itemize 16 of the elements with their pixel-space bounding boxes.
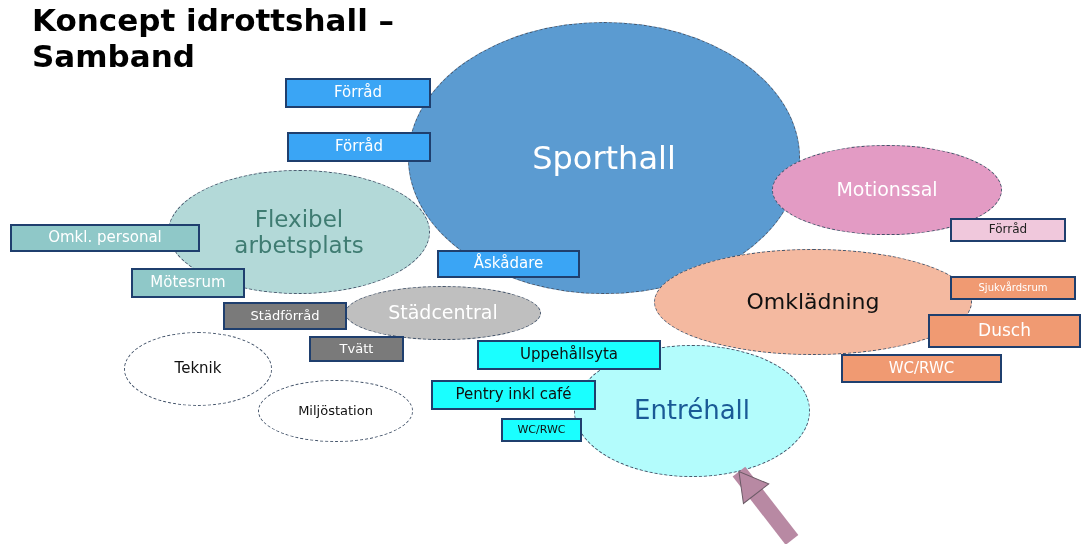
room-box: Städförråd: [223, 302, 347, 330]
room-box: Förråd: [950, 218, 1066, 242]
room-box: Mötesrum: [131, 268, 245, 298]
room-box: Omkl. personal: [10, 224, 200, 252]
room-box: WC/RWC: [501, 418, 582, 442]
room-box: Pentry inkl café: [431, 380, 596, 410]
room-box: Dusch: [928, 314, 1081, 348]
room-box: Uppehållsyta: [477, 340, 661, 370]
room-box: Tvätt: [309, 336, 404, 362]
entrance-arrow: [732, 466, 799, 544]
room-box: WC/RWC: [841, 354, 1002, 383]
title: Koncept idrottshall – Samband: [32, 2, 396, 74]
room-box: Förråd: [287, 132, 431, 162]
zone-ellipse: Städcentral: [345, 286, 541, 340]
room-box: Förråd: [285, 78, 431, 108]
room-box: Sjukvårdsrum: [950, 276, 1076, 300]
